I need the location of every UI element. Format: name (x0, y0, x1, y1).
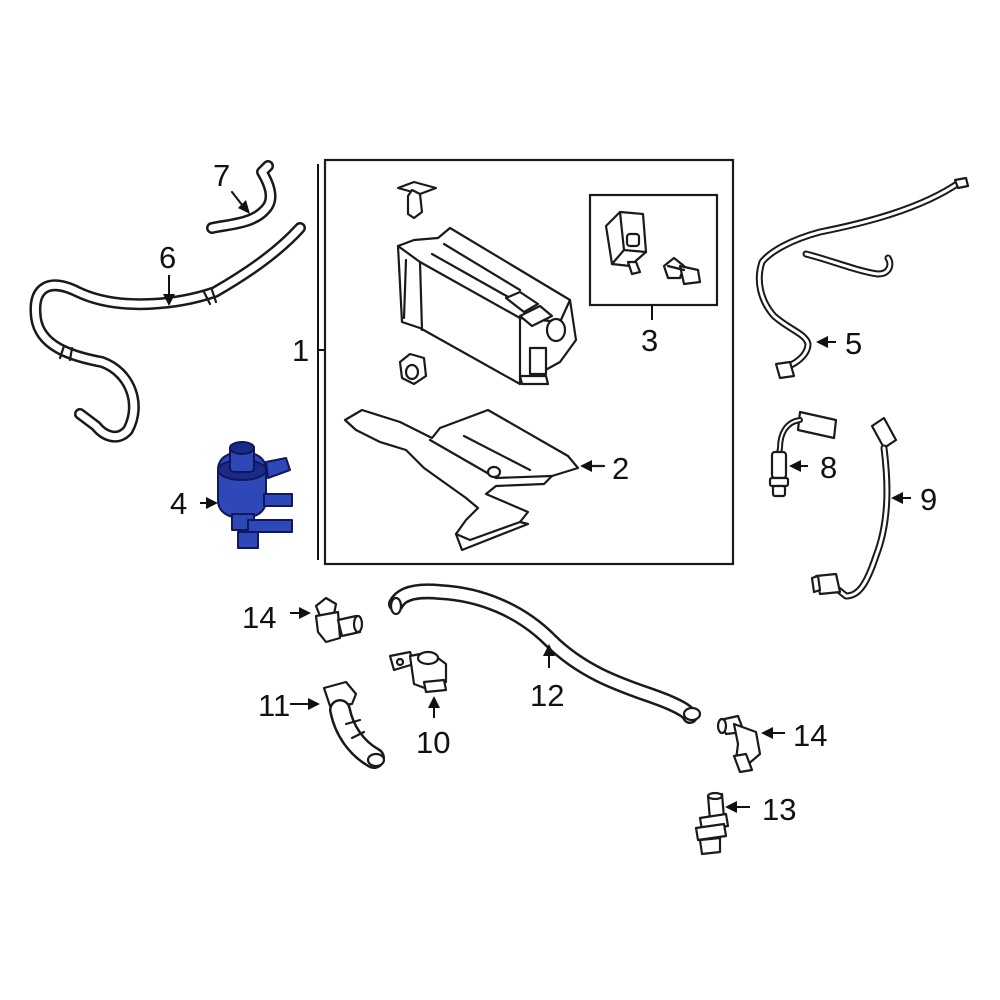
callout-9: 9 (920, 482, 937, 517)
callout-3: 3 (641, 323, 658, 358)
callout-11: 11 (258, 688, 290, 723)
connector-kit-frame (588, 193, 719, 307)
callout-12: 12 (530, 678, 564, 713)
wire-harness-5 (755, 176, 970, 380)
purge-valve-highlighted (217, 441, 293, 549)
callout-1: 1 (292, 333, 309, 368)
canister-assembly-frame (323, 158, 735, 566)
check-valve-10 (388, 650, 448, 694)
evap-canister (396, 180, 578, 386)
sensor-9 (810, 416, 898, 600)
arrow-5 (816, 336, 828, 348)
arrow-8 (789, 460, 801, 472)
fitting-13 (694, 791, 730, 856)
connector-block (604, 210, 648, 276)
arrow-14b (761, 727, 773, 739)
canister-nut (398, 352, 428, 386)
vapor-hose-7 (206, 160, 277, 234)
callout-13: 13 (762, 792, 796, 827)
arrow-10 (428, 696, 440, 708)
canister-bracket (343, 408, 580, 552)
arrow-13 (725, 801, 737, 813)
callout-10: 10 (416, 725, 450, 760)
callout-14a: 14 (242, 600, 276, 635)
hose-11 (322, 680, 386, 769)
vapor-hose-6 (29, 222, 306, 443)
arrow-2 (580, 460, 592, 472)
callout-8: 8 (820, 450, 837, 485)
elbow-connector-14-left (314, 596, 364, 644)
arrow-11 (308, 698, 320, 710)
callout-14b: 14 (793, 718, 827, 753)
elbow-connector-14-right (716, 714, 762, 774)
arrow-12 (543, 644, 555, 656)
callout-6: 6 (159, 240, 176, 275)
callout-7: 7 (213, 158, 230, 193)
vapor-tube-12 (388, 583, 702, 724)
arrow-9 (891, 492, 903, 504)
sensor-8 (768, 410, 838, 498)
callout-4: 4 (170, 486, 187, 521)
arrow-6 (163, 294, 175, 306)
arrow-14a (299, 607, 311, 619)
callout-5: 5 (845, 326, 862, 361)
callout-2: 2 (612, 451, 629, 486)
arrow-4 (206, 497, 218, 509)
arrow-7 (238, 200, 250, 214)
vent-fitting (662, 256, 702, 286)
